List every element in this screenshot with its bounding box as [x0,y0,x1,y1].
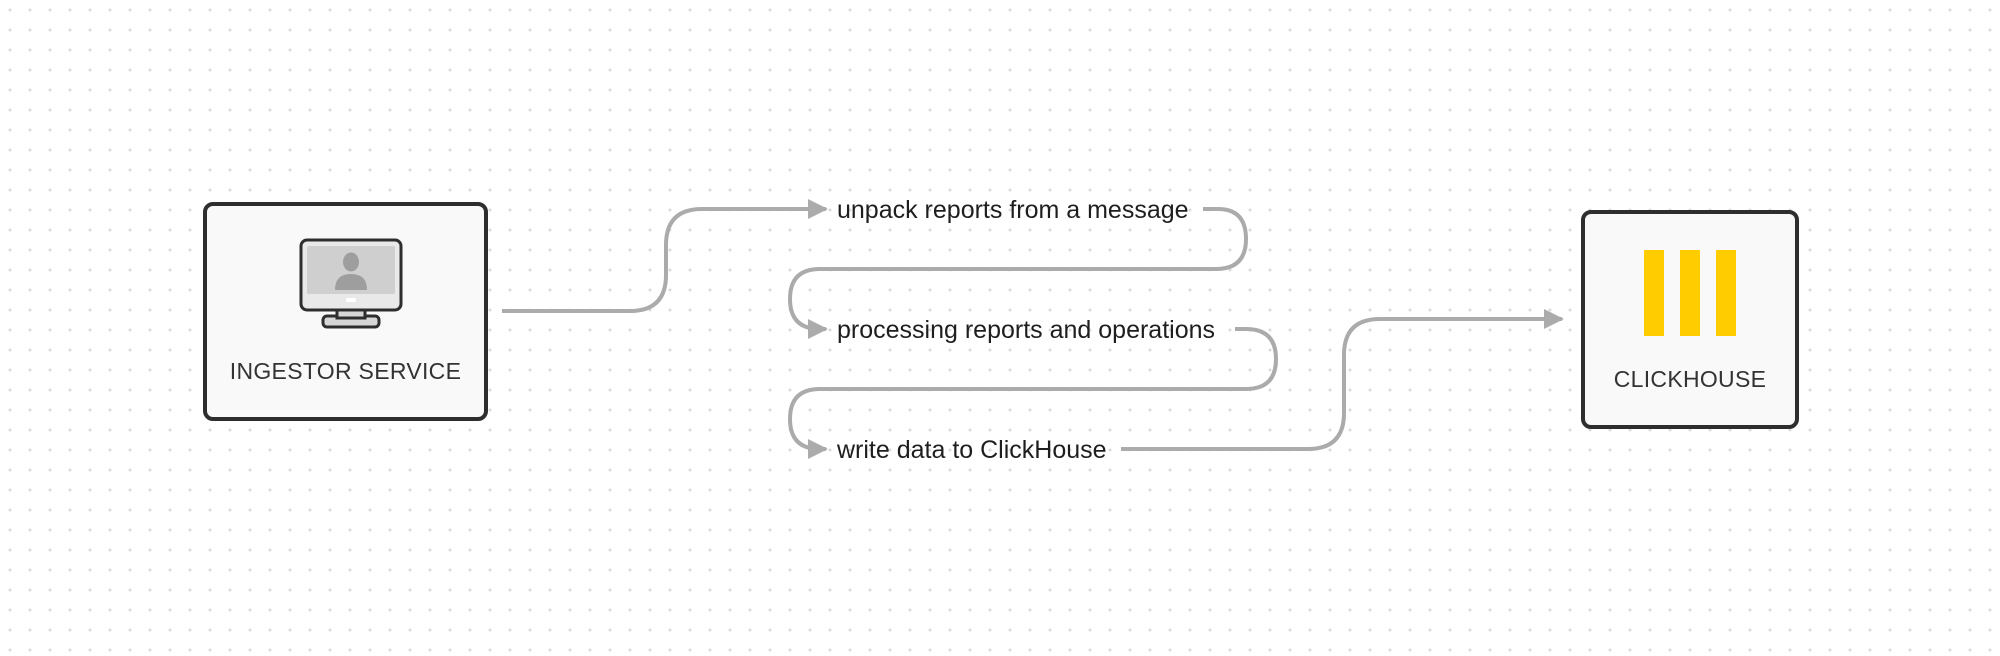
step-processing-reports: processing reports and operations [837,316,1216,344]
ingestor-service-node[interactable]: INGESTOR SERVICE [203,202,488,421]
connector-write-to-clickhouse [1121,309,1564,451]
clickhouse-node[interactable]: CLICKHOUSE [1581,210,1799,429]
ingestor-service-label: INGESTOR SERVICE [229,358,462,384]
step-write-data: write data to ClickHouse [837,436,1107,464]
monitor-user-icon [299,238,403,329]
step-unpack-reports: unpack reports from a message [837,196,1189,224]
clickhouse-label: CLICKHOUSE [1613,366,1767,392]
connector-ingestor-to-unpack [502,199,828,313]
clickhouse-bars-icon [1644,250,1736,336]
connector-processing-to-write [788,327,1278,459]
connector-unpack-to-processing [788,207,1248,339]
